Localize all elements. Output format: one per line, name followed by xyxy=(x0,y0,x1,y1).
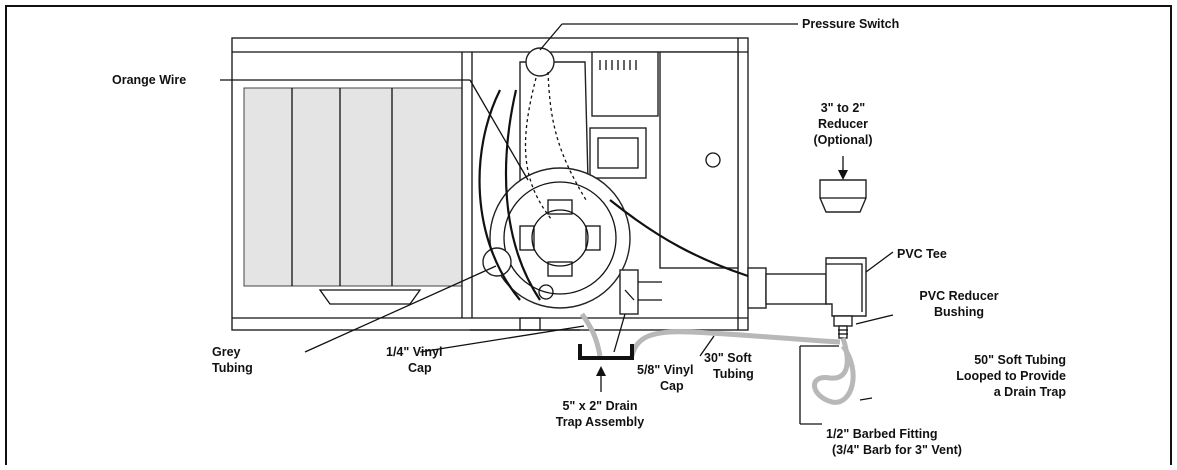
label-soft-tubing-30-1: 30" Soft xyxy=(704,351,752,365)
label-soft-tubing-50-3: a Drain Trap xyxy=(994,385,1067,399)
label-pvc-reducer-1: PVC Reducer xyxy=(919,289,998,303)
leader-lines xyxy=(220,23,894,425)
label-reducer-1: 3" to 2" xyxy=(821,101,866,115)
vent-pipe xyxy=(765,273,827,305)
pvc-reducer-bushing xyxy=(833,315,853,327)
label-reducer-3: (Optional) xyxy=(813,133,872,147)
optional-reducer xyxy=(819,179,867,213)
tubing xyxy=(578,312,856,405)
soft-tubing-50-loop xyxy=(812,337,856,405)
label-fiveeighths-vinyl-cap-2: Cap xyxy=(660,379,684,393)
soft-tubing-30 xyxy=(579,312,841,357)
label-reducer-2: Reducer xyxy=(818,117,868,131)
label-quarter-vinyl-cap-1: 1/4" Vinyl xyxy=(386,345,442,359)
drain-trap xyxy=(578,344,634,360)
label-barbed-fitting-1: 1/2" Barbed Fitting xyxy=(826,427,938,441)
control-box-knockout xyxy=(705,152,721,168)
label-pvc-reducer-2: Bushing xyxy=(934,305,984,319)
label-fiveeighths-vinyl-cap-1: 5/8" Vinyl xyxy=(637,363,693,377)
diagram-border xyxy=(5,5,1172,470)
label-grey-tubing-1: Grey xyxy=(212,345,241,359)
label-orange-wire: Orange Wire xyxy=(112,73,186,87)
heat-exchanger-panel xyxy=(243,87,463,287)
furnace-unit xyxy=(231,37,827,331)
label-quarter-vinyl-cap-2: Cap xyxy=(408,361,432,375)
pressure-switch-device xyxy=(525,47,555,77)
pvc-tee xyxy=(825,257,867,317)
barbed-fitting xyxy=(838,325,848,339)
drain-coupling xyxy=(619,269,639,315)
label-soft-tubing-50-2: Looped to Provide xyxy=(956,369,1066,383)
vent-pipe-stub xyxy=(747,267,767,309)
label-grey-tubing-2: Tubing xyxy=(212,361,253,375)
control-box xyxy=(659,51,739,269)
pvc-tee-assembly xyxy=(825,257,867,339)
label-soft-tubing-50-1: 50" Soft Tubing xyxy=(974,353,1066,367)
label-barbed-fitting-2: (3/4" Barb for 3" Vent) xyxy=(832,443,962,457)
label-soft-tubing-30-2: Tubing xyxy=(713,367,754,381)
label-drain-trap-1: 5" x 2" Drain xyxy=(562,399,637,413)
gas-valve xyxy=(589,127,647,179)
label-pressure-switch: Pressure Switch xyxy=(802,17,899,31)
label-drain-trap-2: Trap Assembly xyxy=(556,415,645,429)
label-pvc-tee: PVC Tee xyxy=(897,247,947,261)
leader-arrowheads xyxy=(596,170,848,376)
